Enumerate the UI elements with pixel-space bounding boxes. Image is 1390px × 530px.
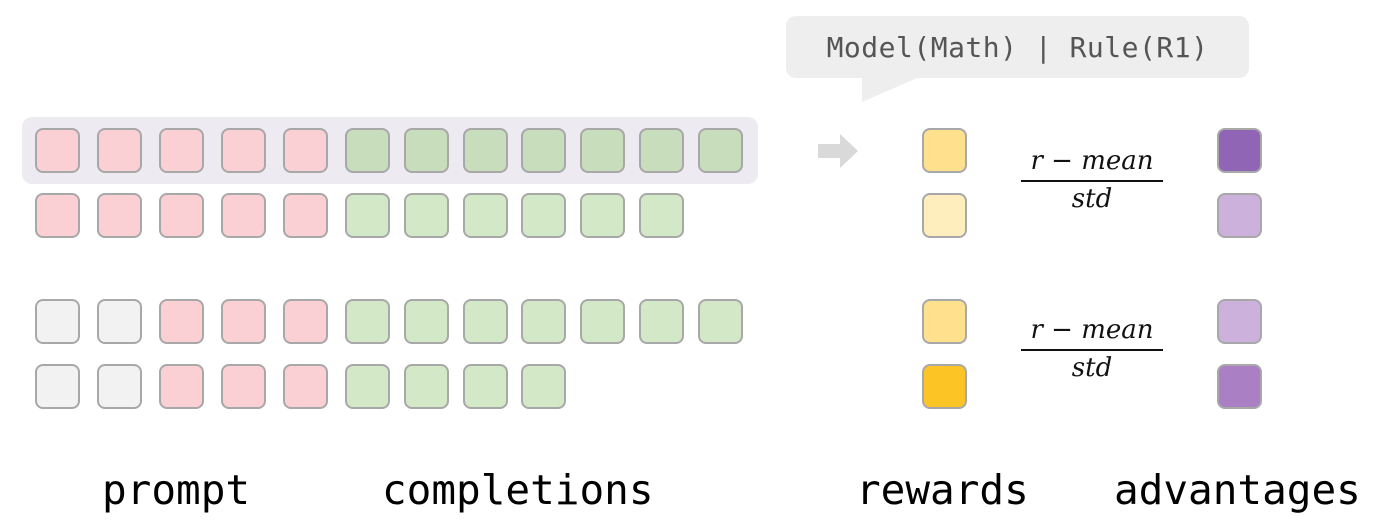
- prompt-token: [283, 128, 328, 173]
- reward-square: [922, 128, 967, 173]
- completion-token: [580, 193, 625, 238]
- prompt-token: [283, 364, 328, 409]
- completion-token: [404, 299, 449, 344]
- prompt-token: [159, 364, 204, 409]
- prompt-token: [283, 193, 328, 238]
- prompt-token: [35, 193, 80, 238]
- completion-token: [580, 128, 625, 173]
- prompt-token: [221, 364, 266, 409]
- arrow-right-icon: [818, 134, 858, 168]
- completion-token: [521, 364, 566, 409]
- advantage-square: [1217, 364, 1262, 409]
- padding-token: [35, 299, 80, 344]
- completion-token: [639, 299, 684, 344]
- padding-token: [35, 364, 80, 409]
- completion-token: [639, 193, 684, 238]
- normalization-formula: r − mean std: [1017, 146, 1167, 216]
- prompt-token: [283, 299, 328, 344]
- label-advantages: advantages: [1114, 466, 1361, 514]
- completion-token: [404, 364, 449, 409]
- completion-token: [580, 299, 625, 344]
- completion-token: [463, 299, 508, 344]
- padding-token: [97, 299, 142, 344]
- completion-token: [404, 193, 449, 238]
- completion-token: [698, 299, 743, 344]
- completion-token: [698, 128, 743, 173]
- prompt-token: [221, 299, 266, 344]
- completion-token: [345, 364, 390, 409]
- reward-square: [922, 193, 967, 238]
- completion-token: [345, 193, 390, 238]
- completion-token: [639, 128, 684, 173]
- prompt-token: [159, 128, 204, 173]
- reward-square: [922, 299, 967, 344]
- formula-denominator: std: [1071, 184, 1113, 214]
- prompt-token: [159, 299, 204, 344]
- advantage-square: [1217, 193, 1262, 238]
- completion-token: [463, 128, 508, 173]
- advantage-square: [1217, 128, 1262, 173]
- prompt-token: [97, 128, 142, 173]
- prompt-token: [159, 193, 204, 238]
- completion-token: [521, 128, 566, 173]
- prompt-token: [221, 193, 266, 238]
- fraction-bar: [1021, 349, 1163, 351]
- normalization-formula: r − mean std: [1017, 315, 1167, 385]
- callout-text: Model(Math) | Rule(R1): [826, 30, 1209, 64]
- advantage-square: [1217, 299, 1262, 344]
- formula-denominator: std: [1071, 353, 1113, 383]
- prompt-token: [97, 193, 142, 238]
- label-prompt: prompt: [102, 466, 251, 514]
- completion-token: [345, 299, 390, 344]
- highlighted-row-background: [22, 117, 758, 184]
- prompt-token: [35, 128, 80, 173]
- formula-numerator: r − mean: [1030, 315, 1154, 345]
- reward-square: [922, 364, 967, 409]
- completion-token: [463, 193, 508, 238]
- prompt-token: [221, 128, 266, 173]
- completion-token: [404, 128, 449, 173]
- label-completions: completions: [382, 466, 654, 514]
- label-rewards: rewards: [856, 466, 1029, 514]
- padding-token: [97, 364, 142, 409]
- fraction-bar: [1021, 180, 1163, 182]
- completion-token: [521, 193, 566, 238]
- completion-token: [345, 128, 390, 173]
- completion-token: [463, 364, 508, 409]
- callout-tail: [862, 76, 922, 102]
- reward-source-callout: Model(Math) | Rule(R1): [786, 16, 1249, 78]
- formula-numerator: r − mean: [1030, 146, 1154, 176]
- completion-token: [521, 299, 566, 344]
